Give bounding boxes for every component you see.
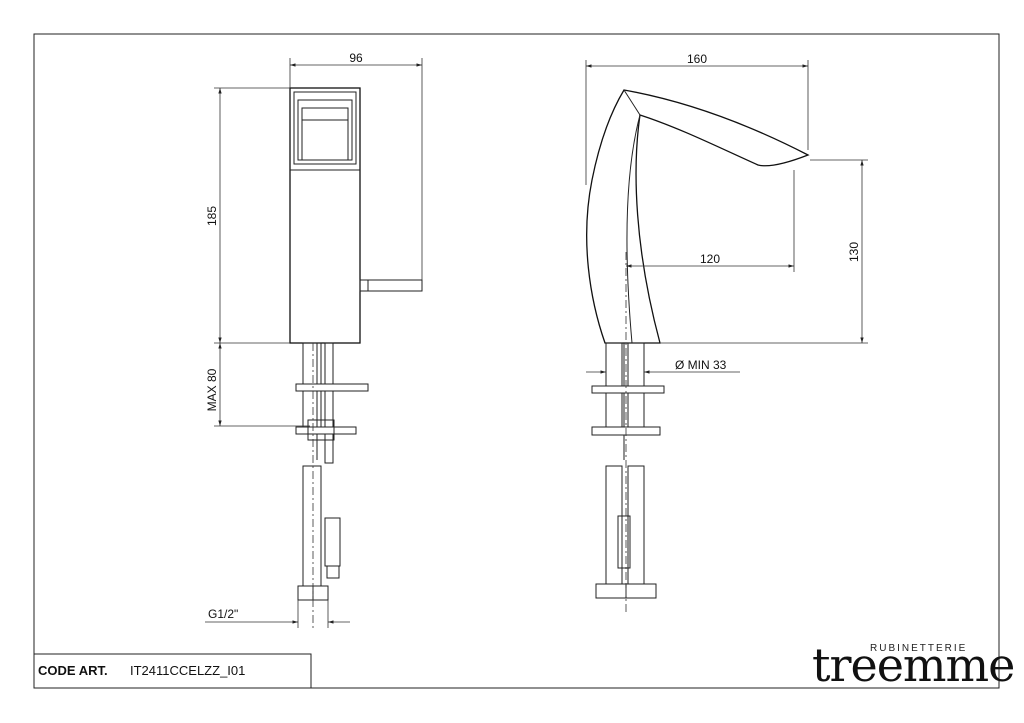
dim-side-max: MAX 80 bbox=[205, 368, 219, 411]
dim-side-width: 96 bbox=[349, 51, 363, 65]
dim-side-thread: G1/2" bbox=[208, 607, 238, 621]
code-art-value: IT2411CCELZZ_I01 bbox=[130, 663, 246, 678]
drawing-frame bbox=[33, 33, 1000, 689]
side-knob bbox=[359, 279, 423, 292]
title-block bbox=[33, 653, 312, 689]
front-view: 160 120 130 Ø MIN 33 bbox=[585, 52, 868, 612]
front-spout bbox=[586, 89, 810, 344]
brand-logo: treemme bbox=[812, 638, 1015, 692]
brand-subtitle: RUBINETTERIE bbox=[870, 643, 968, 654]
dim-front-hole: Ø MIN 33 bbox=[675, 358, 727, 372]
dim-front-width: 160 bbox=[687, 52, 707, 66]
side-body bbox=[289, 87, 361, 344]
dim-front-reach: 120 bbox=[700, 252, 720, 266]
dim-side-height: 185 bbox=[205, 206, 219, 226]
side-view: 96 185 MAX 80 G1/2" bbox=[205, 51, 423, 630]
side-lever bbox=[293, 91, 357, 165]
dim-front-height: 130 bbox=[847, 242, 861, 262]
code-art-label: CODE ART. bbox=[38, 663, 108, 678]
